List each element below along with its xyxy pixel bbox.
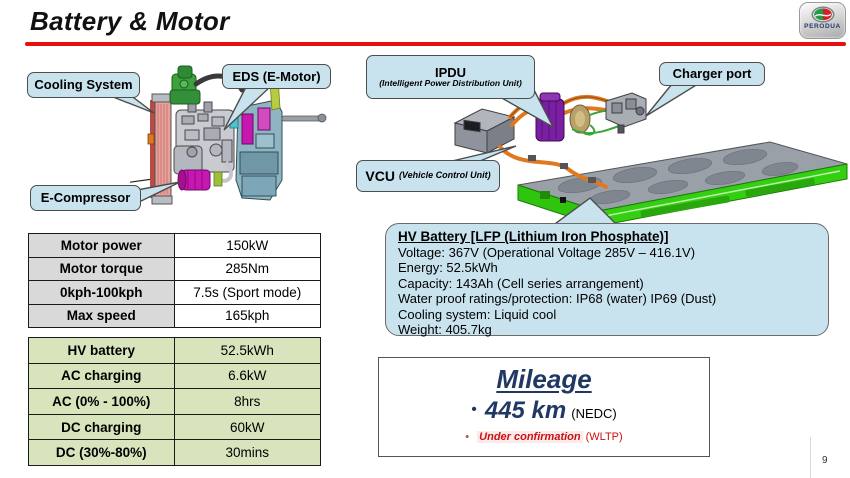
spec-label: DC charging <box>28 413 175 441</box>
callout-eds-e-motor: EDS (E-Motor) <box>222 64 331 89</box>
mileage-box: Mileage • 445 km (NEDC) • Under confirmatio… <box>378 357 710 457</box>
table-row: Motor torque 285Nm <box>28 256 321 281</box>
mileage-secondary-standard: (WLTP) <box>585 431 623 443</box>
perodua-emblem-icon <box>811 6 834 23</box>
mileage-primary-standard: (NEDC) <box>571 406 617 421</box>
callout-ipdu: IPDU (Intelligent Power Distribution Uni… <box>366 55 535 99</box>
hv-battery-capacity: Capacity: 143Ah (Cell series arrangement… <box>398 275 644 291</box>
mileage-secondary-value: Under confirmation <box>477 431 583 443</box>
spec-label: Max speed <box>28 303 175 328</box>
title-underline-rule <box>25 42 846 46</box>
bullet-icon: • <box>471 401 477 418</box>
callout-cooling-system-label: Cooling System <box>34 77 133 93</box>
table-row: AC charging 6.6kW <box>28 362 322 390</box>
callout-vcu: VCU (Vehicle Control Unit) <box>356 160 500 192</box>
spec-value: 60kW <box>173 413 322 441</box>
spec-label: AC (0% - 100%) <box>28 388 175 415</box>
battery-pack-diagram <box>453 92 848 225</box>
callout-charger-port: Charger port <box>659 62 765 86</box>
callout-ipdu-subtitle: (Intelligent Power Distribution Unit) <box>379 78 522 89</box>
spec-value: 7.5s (Sport mode) <box>173 280 321 305</box>
page-title: Battery & Motor <box>30 6 230 36</box>
table-row: AC (0% - 100%) 8hrs <box>28 388 322 415</box>
motor-spec-table: Motor power 150kW Motor torque 285Nm 0kp… <box>28 233 321 328</box>
spec-label: Motor power <box>28 233 175 258</box>
spec-value: 8hrs <box>173 388 322 415</box>
spec-label: Motor torque <box>28 256 175 281</box>
mileage-primary-value: 445 km <box>484 397 567 424</box>
table-row: Motor power 150kW <box>28 233 321 258</box>
hv-battery-voltage: Voltage: 367V (Operational Voltage 285V … <box>398 244 696 260</box>
table-row: 0kph-100kph 7.5s (Sport mode) <box>28 280 321 305</box>
footer-divider <box>810 437 811 478</box>
mileage-primary-row: • 445 km (NEDC) <box>379 397 709 425</box>
spec-label: DC (30%-80%) <box>28 439 175 466</box>
spec-value: 6.6kW <box>173 362 322 390</box>
spec-label: AC charging <box>28 362 175 390</box>
table-row: DC charging 60kW <box>28 413 322 441</box>
hv-battery-info-box: HV Battery [LFP (Lithium Iron Phosphate)… <box>385 223 829 337</box>
charging-spec-table: HV battery 52.5kWh AC charging 6.6kW AC … <box>28 337 322 466</box>
spec-label: HV battery <box>28 337 175 364</box>
callout-eds-label: EDS (E-Motor) <box>232 68 321 84</box>
hv-battery-weight: Weight: 405.7kg <box>398 322 492 337</box>
spec-value: 52.5kWh <box>173 337 322 364</box>
table-row: Max speed 165kph <box>28 303 321 328</box>
callout-e-compressor: E-Compressor <box>30 185 141 211</box>
callout-cooling-system: Cooling System <box>27 72 140 98</box>
page-number: 9 <box>822 455 828 466</box>
hv-battery-title: HV Battery [LFP (Lithium Iron Phosphate)… <box>398 229 669 244</box>
mileage-title: Mileage <box>496 364 592 394</box>
perodua-logo: PERODUA <box>799 2 846 39</box>
callout-vcu-title: VCU <box>365 167 395 184</box>
callout-ipdu-title: IPDU <box>434 64 467 80</box>
hv-battery-energy: Energy: 52.5kWh <box>398 260 498 275</box>
hv-battery-cooling: Cooling system: Liquid cool <box>398 306 557 322</box>
callout-e-compressor-label: E-Compressor <box>40 190 131 206</box>
spec-value: 285Nm <box>173 256 321 281</box>
callout-charger-port-label: Charger port <box>672 66 752 82</box>
perodua-logo-text: PERODUA <box>804 23 841 30</box>
spec-value: 165kph <box>173 303 321 328</box>
hv-battery-waterproof: Water proof ratings/protection: IP68 (wa… <box>398 291 717 306</box>
table-row: HV battery 52.5kWh <box>28 337 322 364</box>
table-row: DC (30%-80%) 30mins <box>28 439 322 466</box>
spec-value: 150kW <box>173 233 321 258</box>
spec-label: 0kph-100kph <box>28 280 175 305</box>
callout-vcu-subtitle: (Vehicle Control Unit) <box>398 170 491 181</box>
spec-value: 30mins <box>173 439 322 466</box>
mileage-secondary-row: • Under confirmation(WLTP) <box>379 431 709 443</box>
bullet-icon: • <box>465 431 470 443</box>
